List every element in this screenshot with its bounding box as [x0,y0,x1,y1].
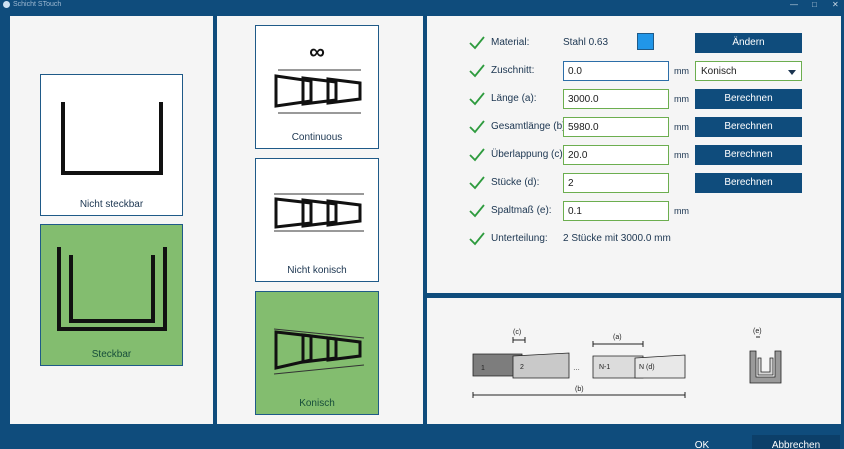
window-title: Schicht STouch [13,1,62,8]
berechnen-laenge-button[interactable]: Berechnen [695,89,802,109]
shape-panel: ∞ Continuous Nicht konisch [217,16,423,424]
segment-2-label: 2 [520,364,524,371]
segment-n [634,354,686,379]
berechnen-gesamtlaenge-button[interactable]: Berechnen [695,117,802,137]
minimize-button[interactable]: — [790,0,798,9]
cancel-button[interactable]: Abbrechen [752,435,840,449]
aendern-button[interactable]: Ändern [695,33,802,53]
conical-segments-icon [273,328,365,375]
row-gesamtlaenge: Gesamtlänge (b): 5980.0 mm Berechnen [427,117,844,137]
unit-label: mm [674,66,689,76]
tile-nicht-konisch[interactable]: Nicht konisch [255,158,379,282]
tile-konisch[interactable]: Konisch [255,291,379,415]
ok-button[interactable]: OK [694,440,710,449]
material-color-swatch [637,33,654,50]
settings-form: Material: Stahl 0.63 Ändern Zuschnitt: 0… [427,16,841,293]
gesamtlaenge-label: Gesamtlänge (b): [491,121,569,132]
tile-label: Continuous [291,132,343,143]
u-profile-icon [61,102,163,175]
zuschnitt-label: Zuschnitt: [491,65,535,76]
chevron-down-icon [788,70,796,75]
material-label: Material: [491,37,530,48]
tile-label: Nicht konisch [287,265,347,276]
tile-steckbar[interactable]: Steckbar [40,224,183,366]
title-bar: Schicht STouch — □ ✕ [0,0,844,10]
segment-n-1-label: N-1 [599,364,610,371]
material-value: Stahl 0.63 [563,37,609,48]
app-icon [3,1,10,8]
profile-panel: Nicht steckbar Steckbar [10,16,213,424]
row-ueberlappung: Überlappung (c): 20.0 mm Berechnen [427,145,844,165]
unit-label: mm [674,150,689,160]
row-stuecke: Stücke (d): 2 Berechnen [427,173,844,193]
straight-segments-icon [274,193,364,232]
zuschnitt-type-select[interactable]: Konisch [695,61,802,81]
unit-label: mm [674,94,689,104]
laenge-input[interactable]: 3000.0 [563,89,669,109]
maximize-button[interactable]: □ [812,0,817,9]
segment-2 [512,352,570,379]
tile-label: Steckbar [91,349,132,360]
check-icon [469,120,485,134]
berechnen-stuecke-button[interactable]: Berechnen [695,173,802,193]
check-icon [469,36,485,50]
dimension-diagram: (c) (a) 1 2 … N-1 N (d) (b) (e) [472,328,782,398]
unit-label: mm [674,122,689,132]
stuecke-label: Stücke (d): [491,177,540,188]
nested-u-profile-icon [57,247,167,331]
check-icon [469,176,485,190]
select-value: Konisch [701,66,737,77]
row-unterteilung: Unterteilung: 2 Stücke mit 3000.0 mm [427,229,844,249]
close-button[interactable]: ✕ [832,0,839,9]
spaltmass-label: Spaltmaß (e): [491,205,552,216]
tile-label: Nicht steckbar [79,199,144,210]
ueberlappung-input[interactable]: 20.0 [563,145,669,165]
tile-nicht-steckbar[interactable]: Nicht steckbar [40,74,183,216]
dim-c-label: (c) [513,329,521,336]
check-icon [469,232,485,246]
row-zuschnitt: Zuschnitt: 0.0 mm Konisch [427,61,844,81]
row-laenge: Länge (a): 3000.0 mm Berechnen [427,89,844,109]
tile-continuous[interactable]: ∞ Continuous [255,25,379,149]
inner-profile-shape [757,357,774,376]
check-icon [469,64,485,78]
stuecke-input[interactable]: 2 [563,173,669,193]
unterteilung-value: 2 Stücke mit 3000.0 mm [563,233,671,244]
unterteilung-label: Unterteilung: [491,233,548,244]
tile-label: Konisch [299,398,335,409]
continuous-segments-icon [274,69,362,114]
laenge-label: Länge (a): [491,93,537,104]
outer-profile-shape [749,350,782,384]
check-icon [469,148,485,162]
segment-1-label: 1 [481,365,485,372]
ueberlappung-label: Überlappung (c): [491,149,566,160]
row-material: Material: Stahl 0.63 Ändern [427,33,844,53]
dim-e-label: (e) [753,328,762,335]
ellipsis-label: … [573,365,580,372]
segment-n-label: N (d) [639,364,655,371]
check-icon [469,204,485,218]
dim-b-label: (b) [575,386,584,393]
diagram-panel: (c) (a) 1 2 … N-1 N (d) (b) (e) [427,298,841,424]
berechnen-ueberlappung-button[interactable]: Berechnen [695,145,802,165]
row-spaltmass: Spaltmaß (e): 0.1 mm [427,201,844,221]
gesamtlaenge-input[interactable]: 5980.0 [563,117,669,137]
spaltmass-input[interactable]: 0.1 [563,201,669,221]
infinity-icon: ∞ [309,39,325,64]
check-icon [469,92,485,106]
zuschnitt-input[interactable]: 0.0 [563,61,669,81]
unit-label: mm [674,206,689,216]
dim-a-label: (a) [613,334,622,341]
